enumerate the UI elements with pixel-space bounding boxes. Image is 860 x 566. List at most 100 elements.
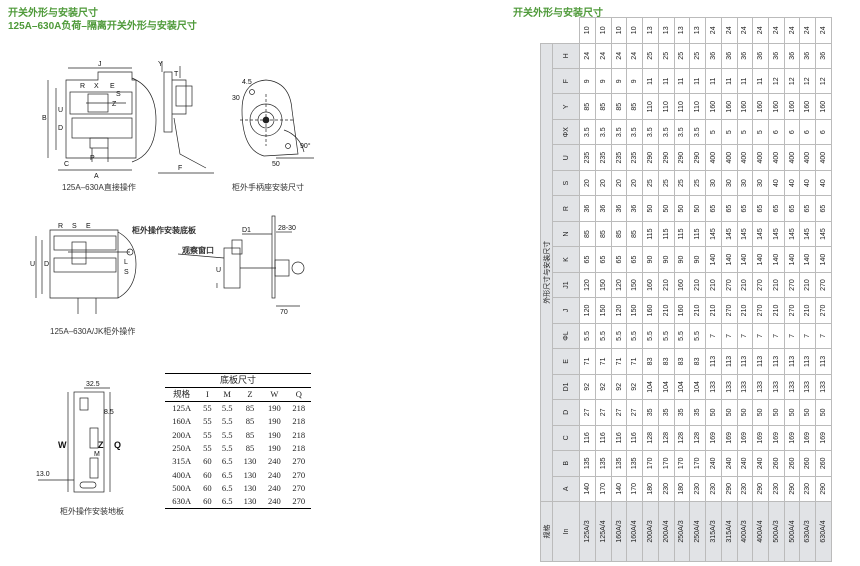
table-cell: 30 <box>752 170 769 196</box>
table-cell: 85 <box>245 429 255 440</box>
dim-50: 50 <box>272 161 280 168</box>
table-cell: 36 <box>705 43 722 69</box>
table-caption: 底板尺寸 <box>165 373 311 388</box>
column-header: ΦL <box>552 323 580 349</box>
table-cell: 400 <box>737 144 753 171</box>
table-cell: 113 <box>784 348 800 375</box>
table-cell: 35 <box>674 399 690 426</box>
table-cell: 260 <box>815 450 832 477</box>
spec-cell: 160A/4 <box>626 501 643 562</box>
table-cell: 40 <box>768 170 785 196</box>
table-cell: 24 <box>611 43 627 69</box>
table-cell: 150 <box>595 297 612 324</box>
table-cell: 3.5 <box>595 119 612 145</box>
table-cell: 36 <box>579 195 596 222</box>
spec-label: 规格 <box>540 501 553 562</box>
table-cell: 169 <box>752 425 769 451</box>
table-cell: 200A <box>172 429 192 440</box>
table-cell: 240 <box>262 495 287 510</box>
table-cell: 24 <box>579 43 596 69</box>
table-cell: 160A <box>172 416 192 427</box>
table-cell: 115 <box>642 221 659 247</box>
table-cell: 150 <box>626 297 643 324</box>
header-cell: M <box>216 387 238 402</box>
column-header: E <box>552 348 580 375</box>
table-cell: 120 <box>579 272 596 298</box>
spec-cell: 250A/3 <box>674 501 690 562</box>
table-cell: 210 <box>768 297 785 324</box>
header-cell: Z <box>237 387 263 402</box>
table-cell: 160 <box>705 94 722 120</box>
column-header: B <box>552 450 580 477</box>
table-cell: 27 <box>579 399 596 426</box>
table-cell: 240 <box>705 450 722 477</box>
table-cell: 210 <box>658 272 675 298</box>
table-cell: 11 <box>642 68 659 94</box>
table-cell: 135 <box>595 450 612 477</box>
dim-P: P <box>90 155 95 162</box>
column-header: C <box>552 425 580 451</box>
table-cell: 50 <box>799 399 816 426</box>
table-cell: 85 <box>595 221 612 247</box>
dim-C: C <box>64 161 69 168</box>
base-plate-drawing: 32.5 8.5 W Z Q M 13.0 <box>34 378 124 498</box>
table-cell: 12 <box>799 68 816 94</box>
table-cell: 85 <box>245 403 255 413</box>
table-cell: 7 <box>799 323 816 349</box>
table-cell: 104 <box>689 374 706 400</box>
dim-A: A <box>94 173 99 180</box>
right-page-title: 开关外形与安装尺寸 <box>513 8 603 19</box>
dim-Z: Z <box>98 440 104 450</box>
spec-cell: 630A/4 <box>815 501 832 562</box>
table-cell: 10 <box>595 17 612 44</box>
table-cell: 35 <box>658 399 675 426</box>
table-cell: 60 <box>203 469 212 480</box>
table-cell: 115 <box>674 221 690 247</box>
table-cell: 25 <box>658 43 675 69</box>
table-cell: 20 <box>626 170 643 196</box>
callout-window: 观察窗口 <box>182 246 214 255</box>
dim-L: L <box>124 259 128 266</box>
table-cell: 230 <box>768 476 785 502</box>
column-header: F <box>552 68 580 94</box>
table-cell: 25 <box>658 170 675 196</box>
table-cell: 9 <box>595 68 612 94</box>
table-cell: 71 <box>611 348 627 375</box>
table-cell: 230 <box>658 476 675 502</box>
table-cell: 55 <box>203 429 212 440</box>
dim-Y: Y <box>158 61 163 68</box>
table-cell: 133 <box>737 374 753 400</box>
table-cell: 65 <box>705 195 722 222</box>
table-cell: 116 <box>611 425 627 451</box>
table-cell: 3.5 <box>642 119 659 145</box>
table-cell: 36 <box>611 195 627 222</box>
table-cell: 170 <box>642 450 659 477</box>
table-cell: 11 <box>737 68 753 94</box>
table-cell: 210 <box>689 272 706 298</box>
table-cell: 65 <box>737 195 753 222</box>
table-cell: 40 <box>799 170 816 196</box>
table-cell: 92 <box>595 374 612 400</box>
dim-R: R <box>58 223 63 230</box>
dim-F: F <box>178 165 182 172</box>
table-cell: 3.5 <box>674 119 690 145</box>
table-cell: 50 <box>689 195 706 222</box>
table-cell: 110 <box>658 94 675 120</box>
table-cell: 180 <box>642 476 659 502</box>
table-cell: 36 <box>721 43 737 69</box>
table-cell: 36 <box>752 43 769 69</box>
table-cell: 270 <box>815 297 832 324</box>
table-cell: 5.5 <box>626 323 643 349</box>
dim-4.5: 4.5 <box>242 79 252 86</box>
table-cell: 71 <box>595 348 612 375</box>
table-cell: 85 <box>611 94 627 120</box>
table-cell: 235 <box>595 144 612 171</box>
table-cell: 7 <box>737 323 753 349</box>
table-cell: 9 <box>579 68 596 94</box>
table-cell: 260 <box>768 450 785 477</box>
table-cell: 400 <box>799 144 816 171</box>
